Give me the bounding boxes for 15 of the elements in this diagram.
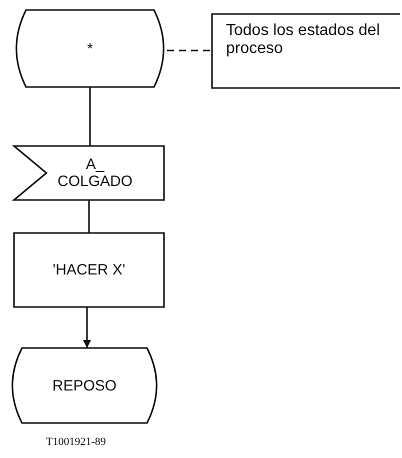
symbol-label: * xyxy=(86,40,94,58)
state-symbol xyxy=(10,348,159,423)
symbol-label: REPOSO xyxy=(51,376,118,394)
arrow xyxy=(83,307,91,348)
connector-line xyxy=(88,200,90,233)
comment-box xyxy=(212,14,400,88)
task-box xyxy=(14,233,164,307)
connector-line xyxy=(167,50,212,52)
state-symbol xyxy=(14,10,166,87)
connector-line xyxy=(89,87,91,146)
symbol-label: A_ COLGADO xyxy=(56,156,134,190)
input-symbol xyxy=(14,146,164,200)
comment-text: Todos los estados del proceso xyxy=(226,22,381,59)
figure-number: T1001921-89 xyxy=(46,436,106,448)
symbol-label: 'HACER X' xyxy=(52,261,126,279)
